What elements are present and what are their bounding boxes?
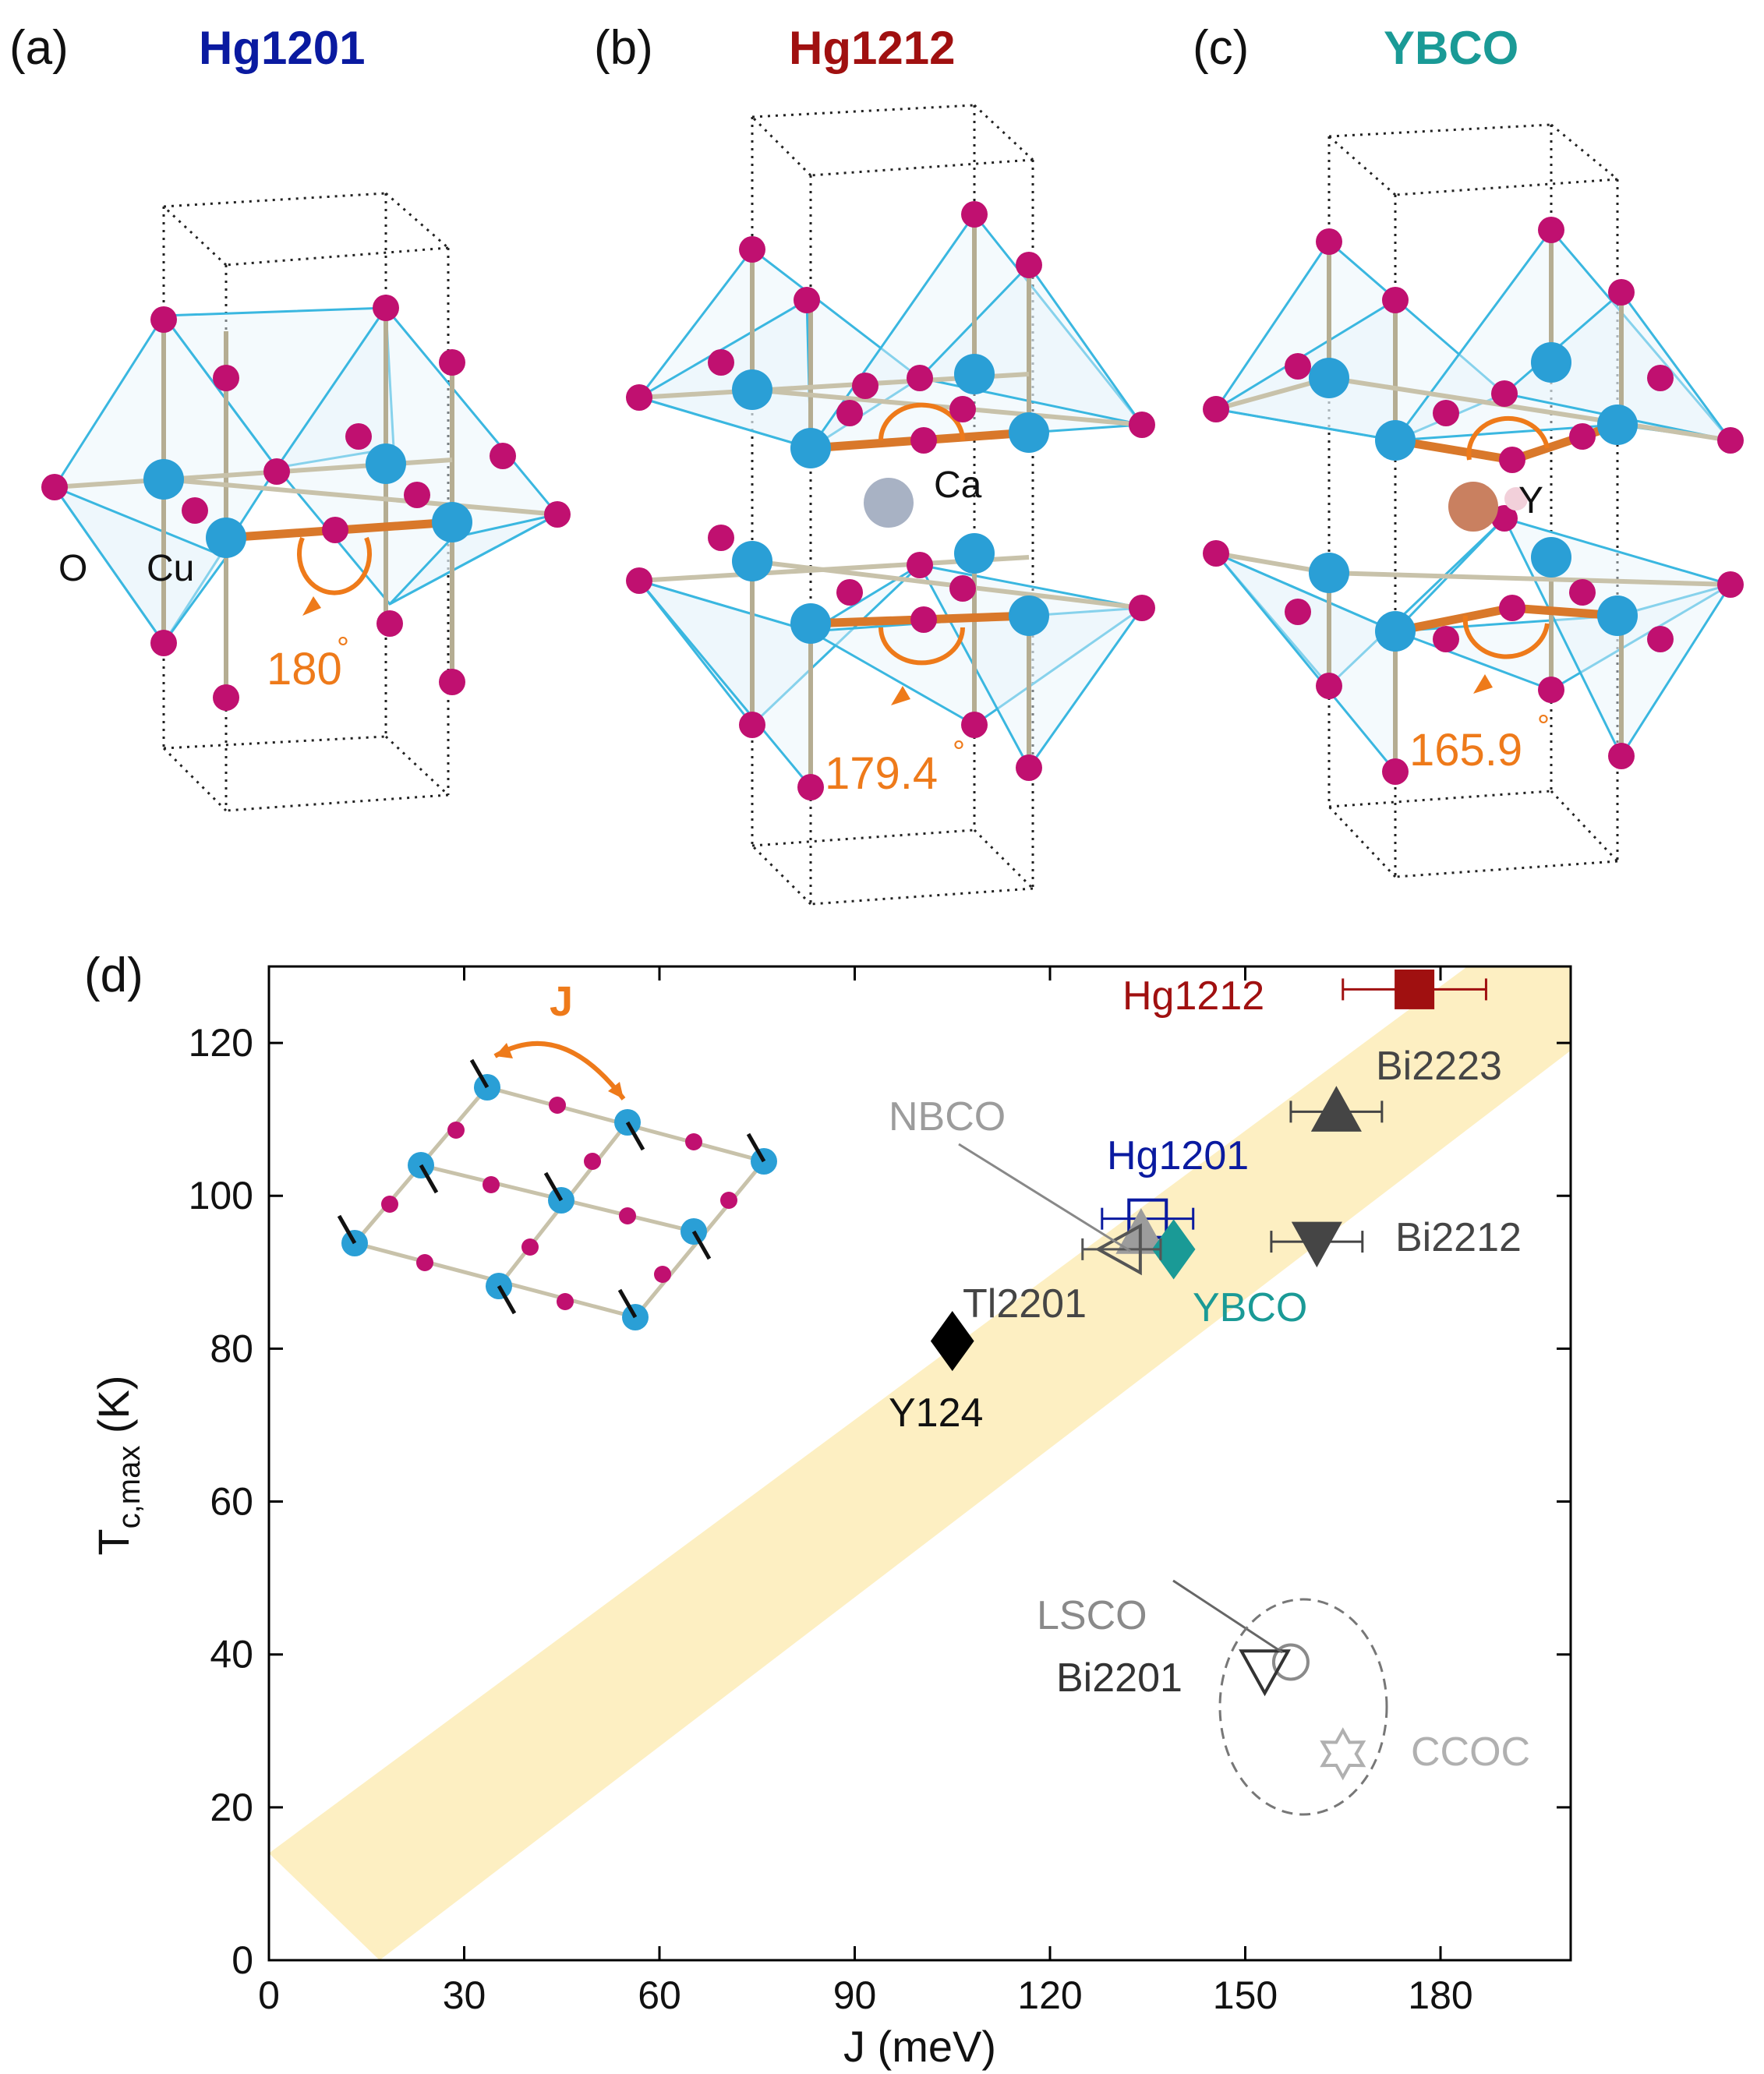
point-ccoc-marker — [1320, 1727, 1366, 1781]
y-axis-label-sub: c,max — [112, 1446, 147, 1529]
y-axis-label-main: T — [89, 1528, 138, 1555]
panel-c-title: YBCO — [1384, 22, 1518, 74]
yttrium-label: Y — [1518, 480, 1543, 521]
axis-labels: J (meV) Tc,max (K) — [89, 1375, 996, 2071]
lsco-leader-line — [1172, 1579, 1283, 1654]
panel-a-letter: (a) — [9, 21, 69, 75]
y-tick-label: 60 — [210, 1480, 253, 1524]
nbco-leader-line — [958, 1143, 1131, 1253]
label-bi2223: Bi2223 — [1376, 1044, 1502, 1089]
cu-atoms — [143, 443, 472, 558]
x-tick-label: 150 — [1213, 1973, 1278, 2017]
octahedra — [51, 306, 560, 645]
x-tick-label: 90 — [833, 1973, 877, 2017]
angle-arrow — [1473, 674, 1493, 694]
vertical-bonds — [750, 214, 1031, 787]
label-bi2201: Bi2201 — [1056, 1655, 1182, 1701]
label-hg1212: Hg1212 — [1122, 973, 1264, 1019]
degree-symbol: ° — [953, 735, 965, 769]
panel-a-title: Hg1201 — [199, 22, 365, 74]
bond-angle-label: 165.9 — [1409, 725, 1522, 776]
degree-symbol: ° — [337, 631, 349, 666]
panel-b-title: Hg1212 — [789, 22, 955, 74]
y-tick-label: 80 — [210, 1327, 253, 1370]
o-atoms — [1203, 217, 1744, 785]
point-bi2223-marker — [1310, 1086, 1362, 1132]
o-atoms — [626, 201, 1155, 800]
label-y124: Y124 — [889, 1390, 983, 1436]
panel-b-hg1212-structure: (b) Hg1212 — [594, 21, 1155, 906]
y-tick-label: 100 — [189, 1174, 253, 1217]
calcium-label: Ca — [934, 465, 982, 506]
point-y124-marker — [930, 1311, 974, 1372]
y-tick-label: 40 — [210, 1633, 253, 1677]
exchange-arrowhead-left — [495, 1043, 513, 1058]
ca-atom — [864, 478, 914, 528]
label-ccoc: CCOC — [1411, 1730, 1530, 1775]
x-tick-label: 0 — [258, 1973, 280, 2017]
o-atoms — [41, 295, 571, 711]
label-hg1201: Hg1201 — [1107, 1133, 1249, 1178]
panel-c-letter: (c) — [1193, 21, 1249, 75]
dashed-group-ellipse — [1218, 1598, 1388, 1816]
y-tick-label: 20 — [210, 1786, 253, 1829]
bond-angle-label: 180 — [267, 644, 342, 694]
upper-pyramids — [636, 212, 1145, 450]
angle-arrow — [891, 686, 910, 705]
point-labels: Hg1212 Bi2223 Bi2212 Hg1201 NBCO YBCO Tl… — [889, 973, 1530, 1816]
vertical-bonds — [1327, 230, 1624, 772]
panel-d-tc-vs-j-chart: (d) 0 30 60 90 120 150 180 0 20 40 60 80 100 120 J (m… — [84, 949, 1572, 2071]
plot-area: 0 30 60 90 120 150 180 0 20 40 60 80 100 120 — [189, 965, 1572, 2017]
label-ybco: YBCO — [1193, 1285, 1307, 1330]
upper-pyramids — [1212, 228, 1734, 443]
copper-label: Cu — [147, 548, 194, 589]
x-tick-label: 180 — [1408, 1973, 1472, 2017]
angle-arrow — [302, 596, 321, 616]
inset-o-atoms — [381, 1097, 737, 1310]
y-axis-label-unit: (K) — [89, 1375, 138, 1445]
plot-frame — [267, 965, 1572, 1962]
label-nbco: NBCO — [889, 1094, 1006, 1139]
panel-c-ybco-structure: (c) YBCO — [1193, 21, 1744, 878]
x-tick-label: 120 — [1017, 1973, 1082, 2017]
exchange-j-label: J — [550, 978, 573, 1025]
scaling-band — [269, 966, 1571, 1960]
label-bi2212: Bi2212 — [1395, 1215, 1522, 1260]
bond-angle-arc-lower — [1462, 615, 1550, 659]
exchange-arrow — [493, 1041, 626, 1101]
panel-a-hg1201-structure: (a) Hg1201 — [9, 21, 571, 812]
label-tl2201: Tl2201 — [963, 1281, 1087, 1327]
bond-angle-arc-lower — [878, 627, 965, 666]
cu-atoms — [732, 354, 1049, 644]
degree-symbol: ° — [1537, 709, 1550, 744]
spin-lattice-inset: J — [337, 978, 777, 1330]
x-axis-label: J (meV) — [843, 2022, 996, 2071]
bond-angle-arc-upper — [1466, 415, 1550, 461]
unit-cell-box — [751, 104, 1034, 906]
panel-d-letter: (d) — [84, 949, 143, 1002]
spin-arrows — [337, 1058, 766, 1319]
label-lsco: LSCO — [1037, 1593, 1147, 1638]
point-tl2201-marker — [1094, 1223, 1142, 1276]
y-axis-label: Tc,max (K) — [89, 1375, 147, 1555]
point-lsco-marker — [1271, 1643, 1310, 1681]
cu-atoms — [1309, 342, 1638, 652]
bond-angle-arc-upper — [878, 402, 965, 441]
y-tick-label: 120 — [189, 1021, 253, 1065]
y-atom — [1448, 482, 1498, 532]
point-hg1212-marker — [1395, 969, 1435, 1009]
oxygen-label: O — [58, 548, 87, 589]
y-atom-highlight — [1504, 487, 1528, 511]
x-tick-label: 30 — [443, 1973, 486, 2017]
bond-angle-label: 179.4 — [825, 748, 938, 799]
point-bi2212-marker — [1291, 1221, 1342, 1268]
exchange-arrowhead-right — [608, 1082, 624, 1099]
point-bi2201-marker — [1239, 1649, 1291, 1697]
bond-angle-arc — [297, 536, 372, 595]
y-tick-label: 0 — [232, 1938, 253, 1982]
x-tick-label: 60 — [638, 1973, 681, 2017]
panel-b-letter: (b) — [594, 21, 653, 75]
